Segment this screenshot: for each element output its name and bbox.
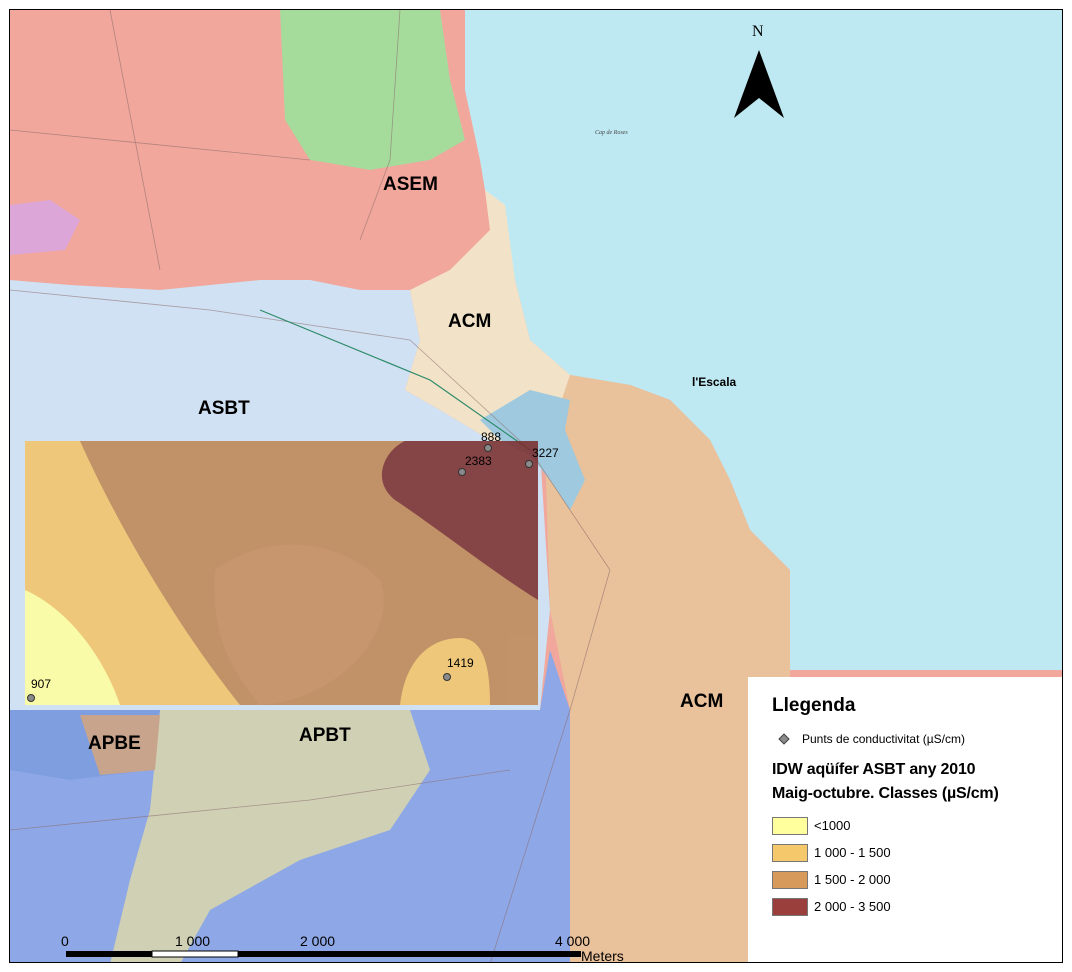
legend-class-row: 1 000 - 1 500 bbox=[772, 839, 1062, 866]
place-label: l'Escala bbox=[692, 375, 737, 389]
map-frame: Cap de Roses bbox=[9, 9, 1063, 963]
north-arrow-icon bbox=[734, 50, 784, 118]
town-patch bbox=[80, 715, 160, 775]
green-zone bbox=[280, 10, 465, 170]
point-label-2383: 2383 bbox=[465, 454, 492, 468]
asem-zone bbox=[10, 10, 490, 290]
conductivity-points: 888 2383 3227 1419 907 bbox=[27, 430, 559, 702]
acm-zone-south bbox=[545, 375, 790, 962]
scale-unit: Meters bbox=[581, 948, 624, 963]
point-907 bbox=[27, 694, 35, 702]
sea-area bbox=[465, 10, 1062, 670]
legend-heading-line1: IDW aqüífer ASBT any 2010 bbox=[772, 761, 976, 778]
legend-class-row: 1 500 - 2 000 bbox=[772, 866, 1062, 893]
point-1419 bbox=[443, 673, 451, 681]
idw-raster bbox=[25, 441, 538, 705]
point-label-3227: 3227 bbox=[532, 446, 559, 460]
legend-class-row: <1000 bbox=[772, 812, 1062, 839]
legend-class-row: 2 000 - 3 500 bbox=[772, 893, 1062, 920]
zone-label-acm-south: ACM bbox=[680, 691, 723, 712]
scale-tick-4000: 4 000 bbox=[555, 933, 590, 949]
legend-heading-line2: Maig-octubre. Classes (µS/cm) bbox=[772, 785, 999, 802]
legend-panel: Llegenda Punts de conductivitat (µS/cm) … bbox=[748, 677, 1062, 962]
legend-swatch bbox=[772, 816, 808, 835]
acm-zone-north bbox=[405, 190, 570, 450]
point-label-1419: 1419 bbox=[447, 656, 474, 670]
legend-class-label: 2 000 - 3 500 bbox=[814, 899, 891, 914]
road-lines bbox=[10, 10, 611, 962]
legend-swatch bbox=[772, 843, 808, 862]
zone-label-asbt: ASBT bbox=[198, 398, 250, 419]
legend-class-list: <1000 1 000 - 1 500 1 500 - 2 000 2 000 - 3… bbox=[772, 812, 1062, 920]
north-arrow: N bbox=[734, 23, 784, 118]
scale-tick-2000: 2 000 bbox=[300, 933, 335, 949]
legend-class-label: 1 500 - 2 000 bbox=[814, 872, 891, 887]
diamond-icon bbox=[778, 733, 790, 745]
legend-title: Llegenda bbox=[772, 695, 856, 716]
sea-label: Cap de Roses bbox=[595, 130, 628, 136]
legend-swatch bbox=[772, 870, 808, 889]
point-label-907: 907 bbox=[31, 677, 51, 691]
zone-label-apbe: APBE bbox=[88, 733, 141, 754]
zone-label-apbt: APBT bbox=[299, 725, 351, 746]
zone-label-acm-north: ACM bbox=[448, 311, 491, 332]
north-label: N bbox=[752, 23, 764, 40]
point-2383 bbox=[458, 468, 466, 476]
scale-bar: 0 1 000 2 000 4 000 Meters bbox=[61, 933, 624, 963]
legend-class-label: <1000 bbox=[814, 818, 851, 833]
point-888 bbox=[484, 444, 492, 452]
scale-tick-1000: 1 000 bbox=[175, 933, 210, 949]
zone-label-asem: ASEM bbox=[383, 174, 438, 195]
scale-tick-0: 0 bbox=[61, 933, 69, 949]
point-label-888: 888 bbox=[481, 430, 501, 444]
green-route bbox=[259, 309, 531, 451]
purple-patch bbox=[10, 200, 80, 255]
map-canvas: Cap de Roses bbox=[10, 10, 1062, 963]
legend-point-label: Punts de conductivitat (µS/cm) bbox=[802, 732, 965, 746]
legend-point-entry: Punts de conductivitat (µS/cm) bbox=[776, 732, 1062, 746]
point-3227 bbox=[525, 460, 533, 468]
legend-swatch bbox=[772, 897, 808, 916]
legend-class-label: 1 000 - 1 500 bbox=[814, 845, 891, 860]
apbt-zone bbox=[110, 710, 430, 962]
